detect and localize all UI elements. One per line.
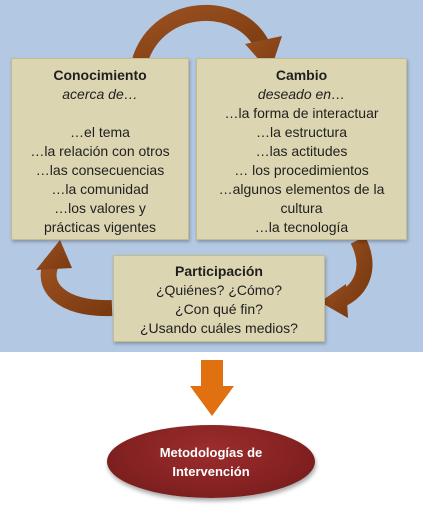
change-item: …algunos elementos de la: [218, 181, 385, 197]
outcome-oval: Metodologías de Intervención: [107, 425, 315, 498]
knowledge-title: Conocimiento: [53, 67, 147, 83]
change-box: Cambio deseado en… …la forma de interact…: [196, 58, 407, 240]
knowledge-item: …la relación con otros: [30, 143, 170, 159]
knowledge-item: prácticas vigentes: [43, 219, 157, 235]
change-item: cultura: [280, 200, 323, 216]
change-item: … los procedimientos: [234, 162, 369, 178]
outcome-line-2: Intervención: [172, 463, 250, 479]
change-item: …la tecnología: [254, 219, 349, 235]
knowledge-item: …las consecuencias: [35, 162, 165, 178]
knowledge-subtitle: acerca de…: [62, 86, 138, 102]
outcome-label: Metodologías de Intervención: [141, 443, 281, 481]
knowledge-box: Conocimiento acerca de… …el tema …la rel…: [11, 58, 189, 240]
change-item: …las actitudes: [255, 143, 348, 159]
knowledge-item: …el tema: [70, 124, 130, 140]
participation-item: ¿Usando cuáles medios?: [140, 320, 298, 336]
outcome-line-1: Metodologías de: [159, 444, 263, 460]
change-subtitle: deseado en…: [257, 86, 346, 102]
down-arrow-icon: [190, 360, 234, 416]
knowledge-item: …los valores y: [54, 200, 146, 216]
change-title: Cambio: [275, 67, 328, 83]
participation-item: ¿Quiénes? ¿Cómo?: [155, 282, 283, 298]
knowledge-item: …la comunidad: [51, 181, 149, 197]
change-item: …la forma de interactuar: [224, 105, 379, 121]
participation-item: ¿Con qué fin?: [175, 301, 263, 317]
participation-title: Participación: [175, 263, 263, 279]
participation-box: Participación ¿Quiénes? ¿Cómo? ¿Con qué …: [113, 255, 325, 342]
change-item: …la estructura: [255, 124, 348, 140]
